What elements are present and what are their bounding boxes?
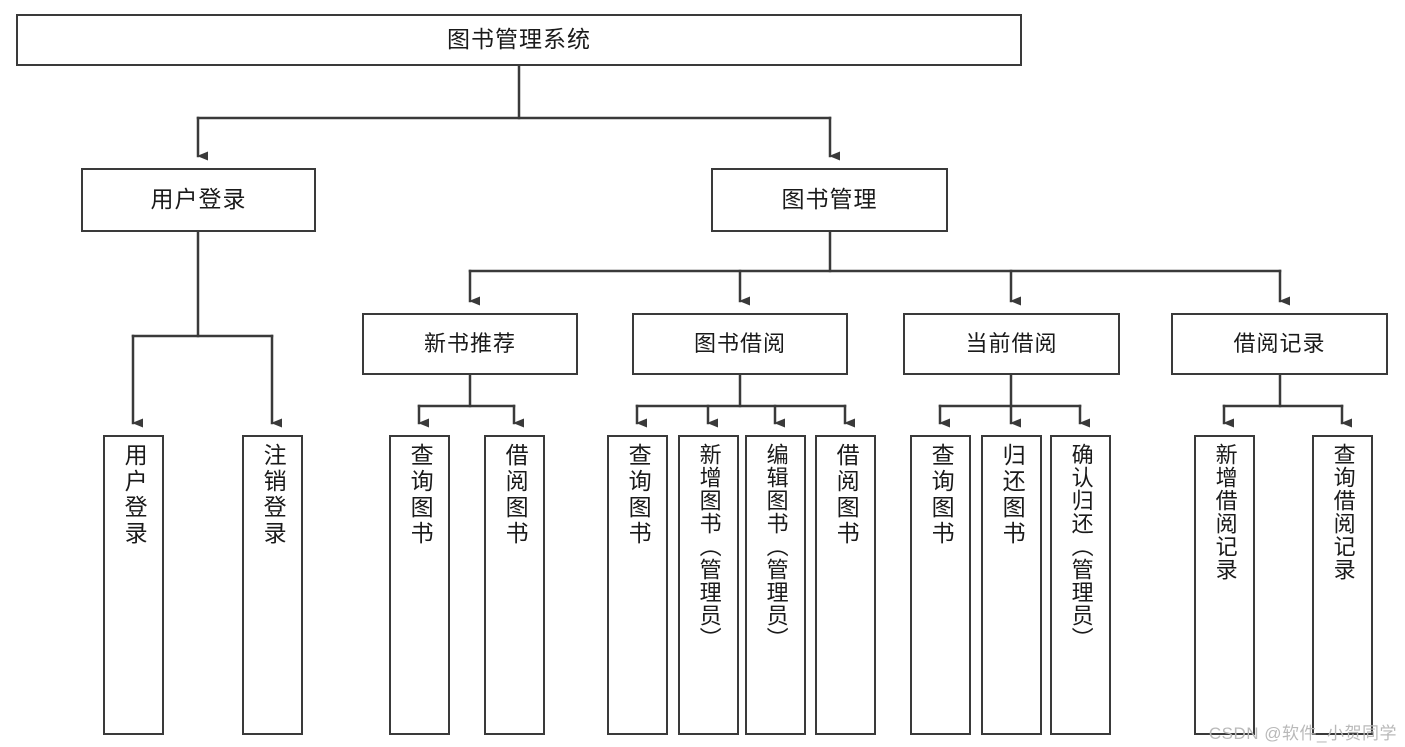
node-label: 用户登录 [121,443,148,547]
node-label: 借阅图书 [502,443,529,547]
node-leaf-logout-login[interactable]: 注销登录 [242,435,303,735]
node-leaf-add-book[interactable]: 新增图书（管理员） [678,435,739,735]
node-leaf-add-record[interactable]: 新增借阅记录 [1194,435,1255,735]
node-label: 查询图书 [928,443,955,547]
node-label: 借阅图书 [833,443,860,547]
node-label: 查询图书 [625,443,652,547]
node-leaf-query-record[interactable]: 查询借阅记录 [1312,435,1373,735]
node-borrow-record[interactable]: 借阅记录 [1171,313,1388,375]
node-leaf-borrow-book-1[interactable]: 借阅图书 [484,435,545,735]
node-label: 新增图书（管理员） [696,443,722,650]
node-label: 借阅记录 [1233,330,1326,356]
node-label: 用户登录 [150,186,247,213]
node-leaf-borrow-book-2[interactable]: 借阅图书 [815,435,876,735]
node-book-management[interactable]: 图书管理 [711,168,948,232]
node-label: 图书管理系统 [447,26,591,53]
node-label: 查询图书 [407,443,434,547]
node-label: 确认归还（管理员） [1068,443,1094,650]
node-label: 编辑图书（管理员） [763,443,789,650]
node-leaf-query-book-3[interactable]: 查询图书 [910,435,971,735]
node-label: 查询借阅记录 [1330,443,1356,581]
node-new-book-recommend[interactable]: 新书推荐 [362,313,578,375]
node-book-borrow[interactable]: 图书借阅 [632,313,848,375]
node-label: 新书推荐 [423,330,516,356]
node-current-borrow[interactable]: 当前借阅 [903,313,1120,375]
node-leaf-query-book-2[interactable]: 查询图书 [607,435,668,735]
node-label: 新增借阅记录 [1212,443,1238,581]
node-leaf-return-book[interactable]: 归还图书 [981,435,1042,735]
node-label: 当前借阅 [965,330,1058,356]
node-label: 图书借阅 [693,330,786,356]
node-book-management-system[interactable]: 图书管理系统 [16,14,1022,66]
node-user-login[interactable]: 用户登录 [81,168,316,232]
node-leaf-query-book-1[interactable]: 查询图书 [389,435,450,735]
node-leaf-edit-book[interactable]: 编辑图书（管理员） [745,435,806,735]
node-leaf-confirm-return[interactable]: 确认归还（管理员） [1050,435,1111,735]
node-label: 图书管理 [781,186,878,213]
node-leaf-user-login[interactable]: 用户登录 [103,435,164,735]
node-label: 归还图书 [999,443,1026,547]
node-label: 注销登录 [260,443,287,547]
